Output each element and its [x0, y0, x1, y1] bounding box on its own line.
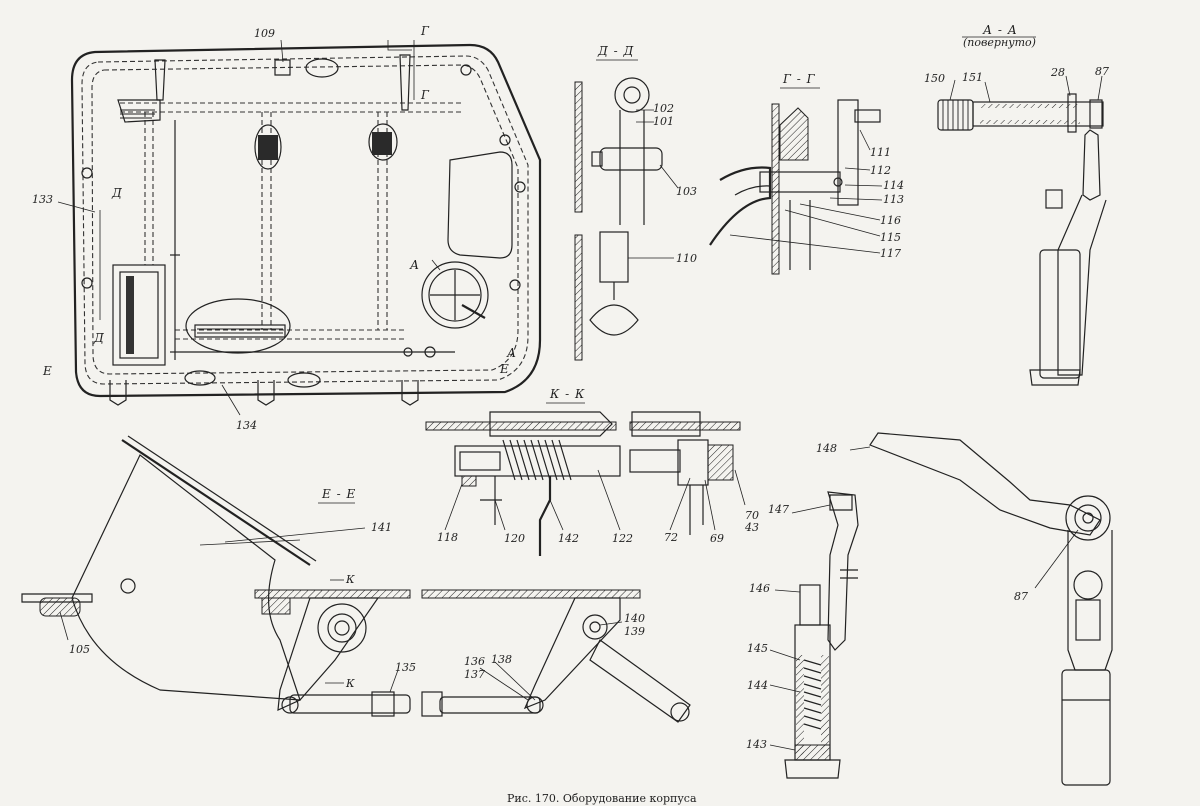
callout-137: 137: [464, 668, 485, 681]
cut-mark-k-top: К: [345, 573, 355, 586]
section-dd-title: Д - Д: [597, 44, 634, 58]
callout-113: 113: [883, 193, 904, 206]
callout-103: 103: [676, 185, 697, 198]
cut-mark-k-bottom: К: [345, 677, 355, 690]
callout-105: 105: [69, 643, 90, 656]
callout-43: 43: [744, 521, 759, 534]
lever-assembly: 147 146 145 144 143: [746, 491, 859, 779]
callout-147: 147: [768, 503, 789, 516]
cut-mark-e-right: Е: [499, 362, 510, 376]
callout-144: 144: [747, 679, 768, 692]
callout-145: 145: [747, 642, 768, 655]
callout-140: 140: [624, 612, 645, 625]
callout-136: 136: [464, 655, 485, 668]
callout-72: 72: [664, 531, 678, 544]
callout-70: 70: [745, 509, 759, 522]
callout-111: 111: [870, 146, 891, 159]
callout-101: 101: [653, 115, 674, 128]
section-kk-title: К - К: [549, 387, 585, 401]
section-a-a: А - А (повернуто) 150 151 28 87: [924, 23, 1109, 386]
callout-102: 102: [653, 102, 674, 115]
section-k-k: К - К 118 120 142 122 72 69 70 43: [425, 387, 759, 556]
callout-150: 150: [924, 72, 945, 85]
callout-143: 143: [746, 738, 767, 751]
figure-caption: Рис. 170. Оборудование корпуса: [507, 792, 697, 805]
callout-134: 134: [236, 419, 257, 432]
cut-mark-g-bottom: Г: [420, 88, 430, 102]
callout-115: 115: [880, 231, 901, 244]
callout-118: 118: [437, 531, 458, 544]
section-gg-title: Г - Г: [782, 72, 816, 86]
handle-assembly: 148 87: [816, 432, 1113, 786]
callout-87-bottom: 87: [1014, 590, 1028, 603]
callout-116: 116: [880, 214, 901, 227]
section-aa-title: А - А: [982, 23, 1018, 37]
section-ee-title: Е - Е: [321, 487, 356, 501]
callout-133: 133: [32, 193, 53, 206]
callout-141: 141: [371, 521, 392, 534]
cut-mark-g-top: Г: [420, 24, 430, 38]
callout-148: 148: [816, 442, 837, 455]
section-d-d: Д - Д 102 101 103 110: [574, 44, 697, 361]
callout-146: 146: [749, 582, 770, 595]
callout-142: 142: [558, 532, 579, 545]
hull-plan-view: Г Г Д Д А А Е Е 109 133 134: [32, 24, 542, 432]
callout-139: 139: [624, 625, 645, 638]
section-e-e: Е - Е К К 141 105 135: [21, 435, 691, 723]
callout-110: 110: [676, 252, 697, 265]
callout-151: 151: [962, 71, 983, 84]
cut-mark-a-top: А: [409, 258, 420, 272]
cut-mark-d-top: Д: [111, 186, 123, 200]
callout-135: 135: [395, 661, 416, 674]
callout-69: 69: [710, 532, 724, 545]
callout-28: 28: [1050, 66, 1065, 79]
section-g-g: Г - Г 111 112 114 113 116 115 117: [709, 72, 904, 275]
callout-87-top: 87: [1095, 65, 1109, 78]
callout-114: 114: [883, 179, 904, 192]
callout-120: 120: [504, 532, 525, 545]
section-aa-note: (повернуто): [963, 36, 1036, 49]
callout-112: 112: [870, 164, 891, 177]
callout-122: 122: [612, 532, 633, 545]
callout-138: 138: [491, 653, 512, 666]
callout-117: 117: [880, 247, 901, 260]
callout-109: 109: [254, 27, 275, 40]
cut-mark-e-left: Е: [42, 364, 53, 378]
cut-mark-a-bottom: А: [506, 346, 517, 360]
cut-mark-d-bottom: Д: [93, 331, 105, 345]
